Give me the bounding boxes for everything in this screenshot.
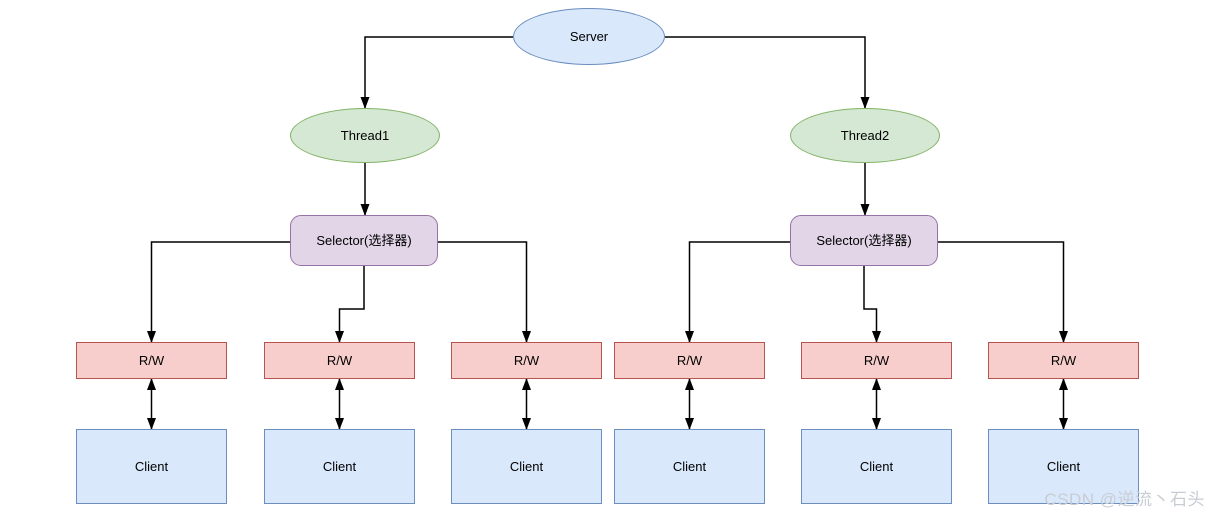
thread2-node: Thread2 (790, 108, 940, 163)
thread2-label: Thread2 (840, 127, 890, 143)
selector2-node: Selector(选择器) (790, 215, 938, 266)
rw-node-5: R/W (801, 342, 952, 379)
rw-label: R/W (1050, 352, 1077, 368)
client-label: Client (1046, 458, 1081, 474)
rw-label: R/W (326, 352, 353, 368)
thread1-label: Thread1 (340, 127, 390, 143)
edge-selector1-rw1 (147, 241, 290, 343)
selector1-node: Selector(选择器) (290, 215, 438, 266)
selector1-label: Selector(选择器) (316, 232, 412, 248)
rw-label: R/W (863, 352, 890, 368)
rw-node-1: R/W (76, 342, 227, 379)
edge-server-thread1 (360, 36, 513, 109)
rw-label: R/W (138, 352, 165, 368)
client-node-2: Client (264, 429, 415, 504)
edge-selector2-rw4 (685, 241, 790, 343)
rw-node-2: R/W (264, 342, 415, 379)
rw-node-6: R/W (988, 342, 1139, 379)
rw-label: R/W (676, 352, 703, 368)
edge-selector1-rw3 (438, 241, 531, 343)
edge-selector2-rw6 (938, 241, 1068, 343)
client-label: Client (134, 458, 169, 474)
edge-selector1-rw2 (335, 266, 365, 343)
rw-node-3: R/W (451, 342, 602, 379)
edge-server-thread2 (665, 36, 870, 109)
client-label: Client (509, 458, 544, 474)
rw-label: R/W (513, 352, 540, 368)
client-label: Client (859, 458, 894, 474)
client-label: Client (322, 458, 357, 474)
server-label: Server (569, 28, 609, 44)
edge-selector2-rw5 (863, 266, 881, 343)
client-node-4: Client (614, 429, 765, 504)
client-label: Client (672, 458, 707, 474)
thread1-node: Thread1 (290, 108, 440, 163)
client-node-6: Client (988, 429, 1139, 504)
server-node: Server (513, 8, 665, 65)
client-node-1: Client (76, 429, 227, 504)
selector2-label: Selector(选择器) (816, 232, 912, 248)
csdn-watermark: CSDN @逆流丶石头 (1044, 490, 1205, 509)
rw-node-4: R/W (614, 342, 765, 379)
client-node-5: Client (801, 429, 952, 504)
client-node-3: Client (451, 429, 602, 504)
